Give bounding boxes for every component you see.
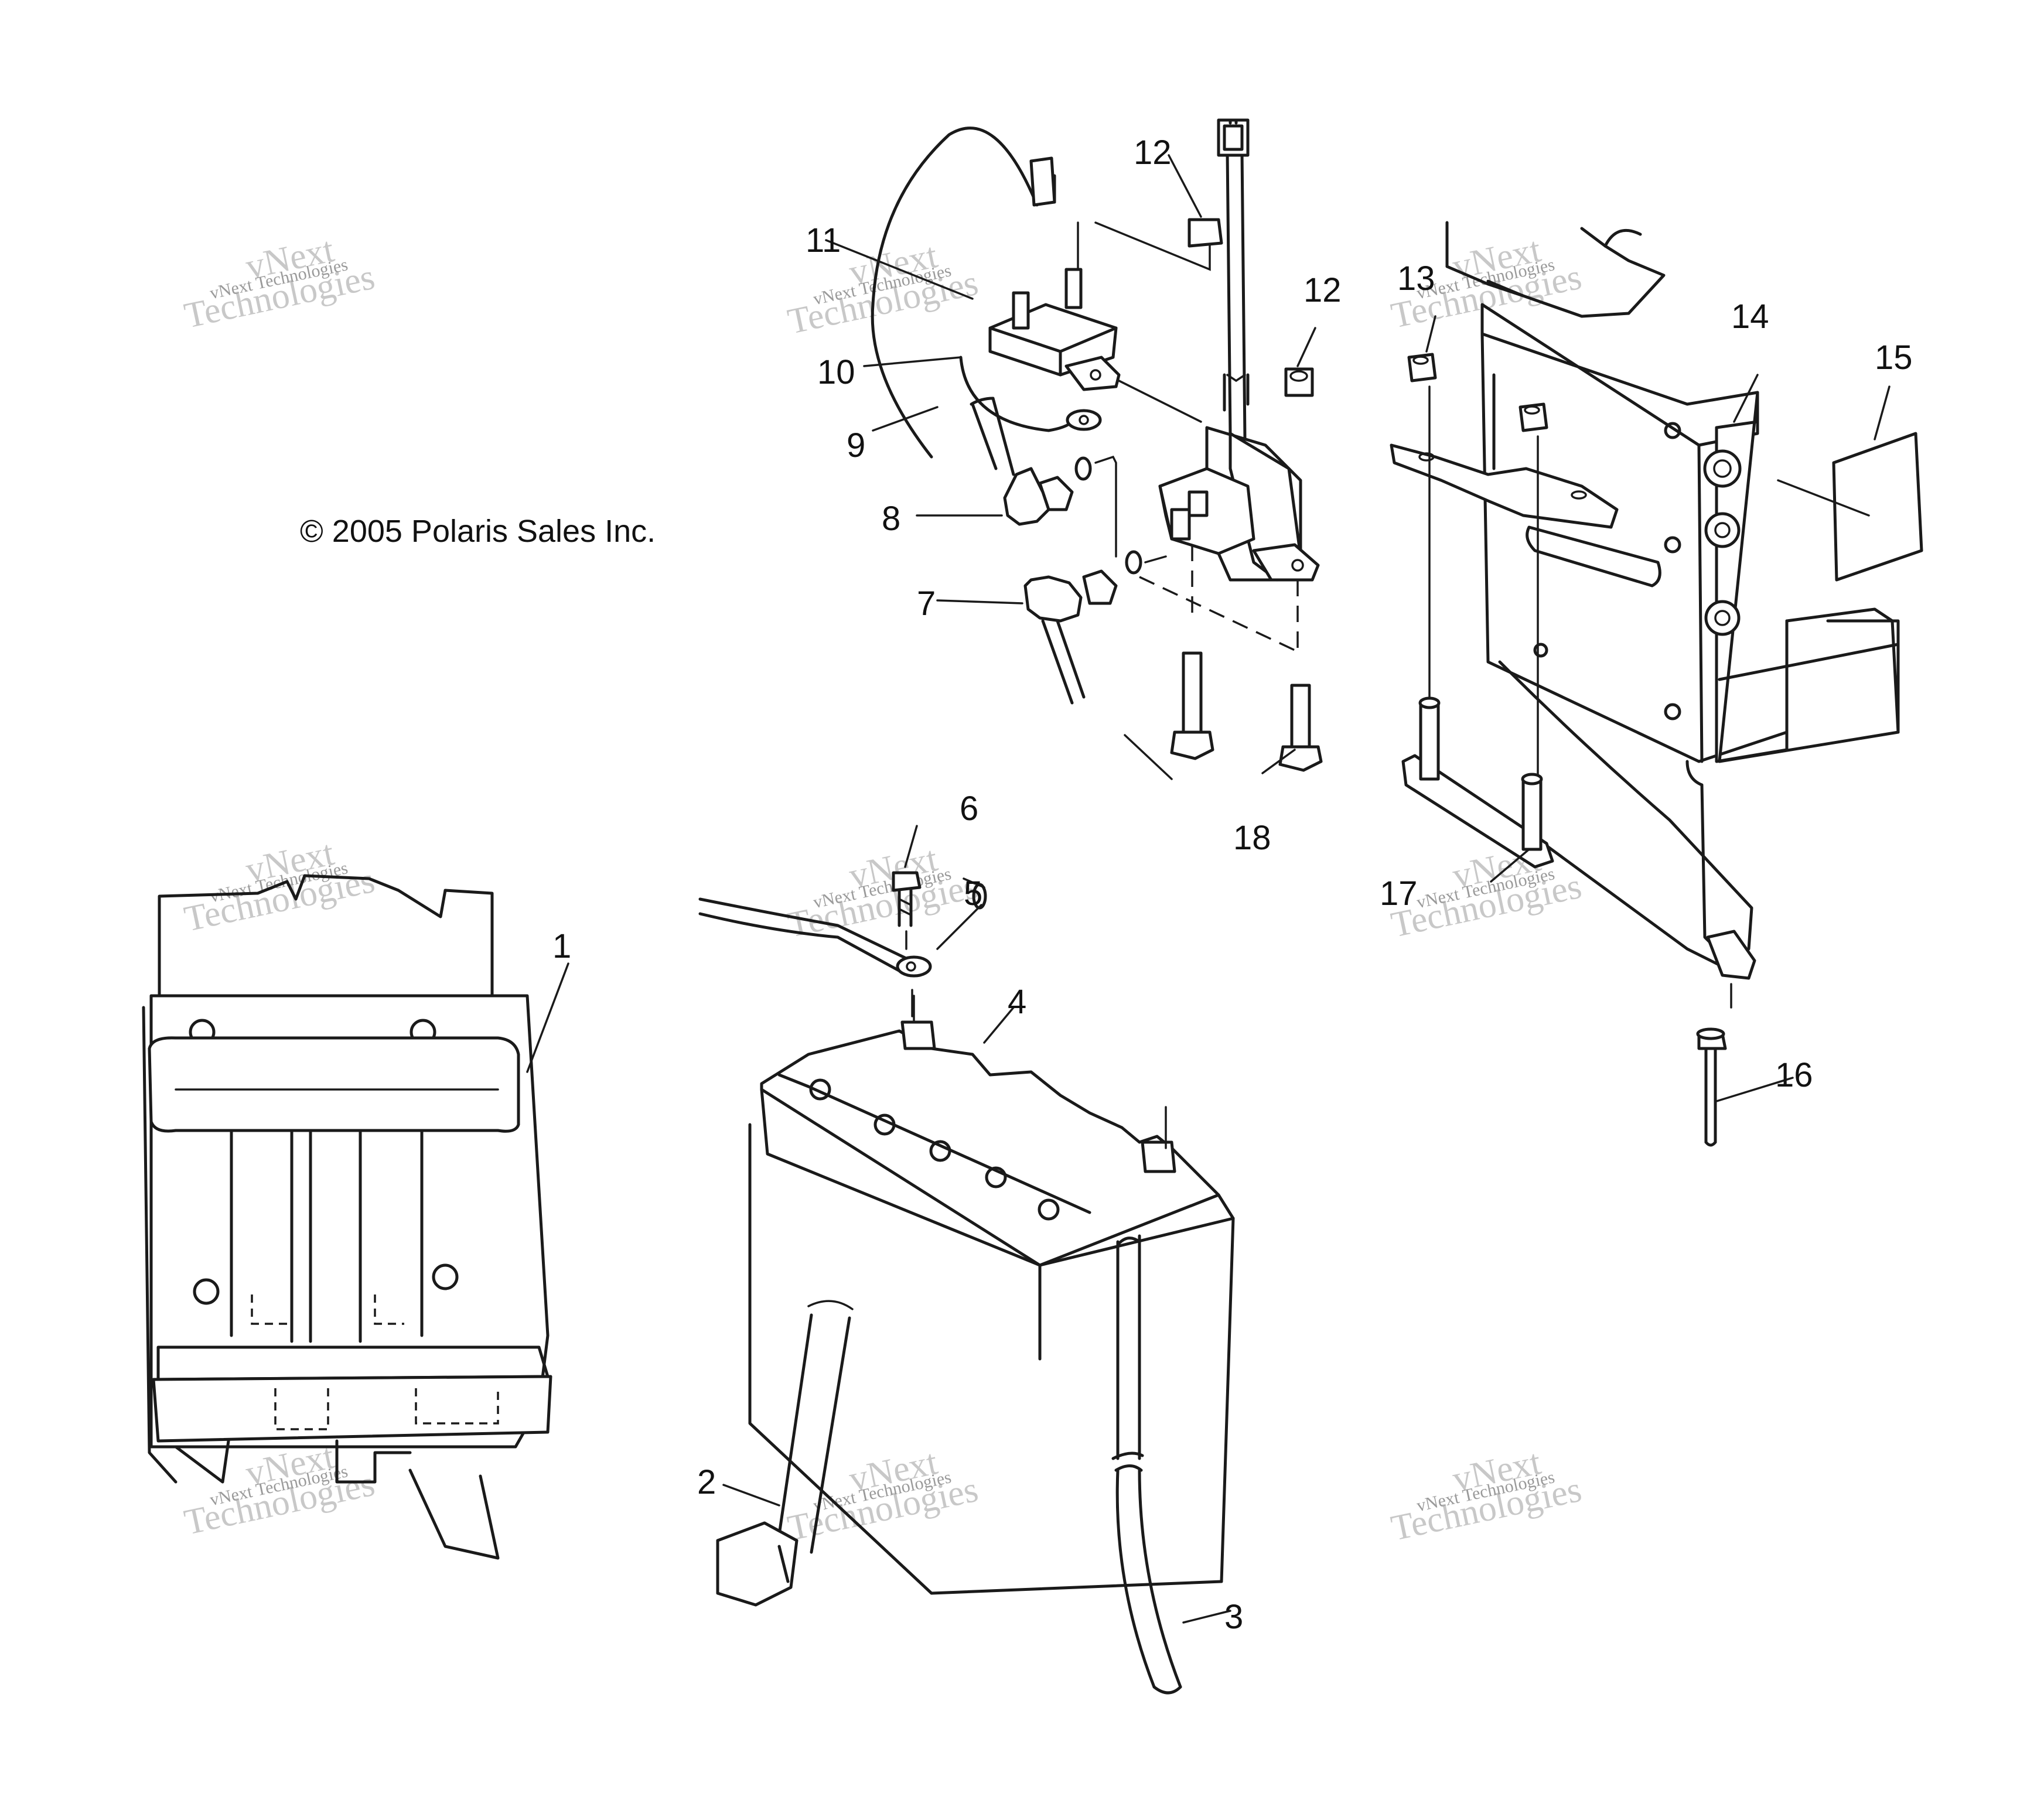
- leader-lines: [526, 154, 1891, 1624]
- battery-cable-with-bolt: [698, 871, 987, 1017]
- callout-14: 14: [1731, 298, 1769, 336]
- callout-17: 17: [1380, 875, 1418, 913]
- callout-12a: 12: [1134, 134, 1172, 172]
- watermark-8: vNext Technologies vNext Technologies: [784, 1442, 982, 1549]
- callout-9: 9: [847, 426, 865, 464]
- callout-11: 11: [806, 221, 841, 259]
- watermark-9: vNext Technologies vNext Technologies: [1388, 1442, 1585, 1549]
- starter-solenoid-assembly: [871, 118, 1323, 772]
- callout-4: 4: [1008, 983, 1026, 1021]
- callout-10: 10: [817, 353, 855, 391]
- battery: [748, 995, 1235, 1595]
- callouts: 1 2 3 4 5 6 7 8 9 10 11 12 12 13 14 15 1…: [552, 134, 1913, 1636]
- callout-3: 3: [1224, 1598, 1243, 1636]
- watermark-4: vNext Technologies vNext Technologies: [181, 833, 378, 940]
- callout-5: 5: [964, 875, 982, 913]
- callout-12b: 12: [1303, 271, 1342, 309]
- callout-6: 6: [960, 790, 978, 828]
- watermark-1: vNext Technologies vNext Technologies: [181, 230, 378, 336]
- mounting-bracket-assembly: [1390, 221, 1900, 1147]
- decal: [1832, 432, 1923, 582]
- callout-16: 16: [1775, 1056, 1813, 1094]
- vent-hose: [1111, 1234, 1182, 1695]
- battery-holder: [142, 874, 552, 1560]
- callout-7: 7: [917, 585, 936, 623]
- watermark-5: vNext Technologies vNext Technologies: [784, 839, 982, 945]
- callout-2: 2: [697, 1463, 716, 1501]
- battery-strap: [716, 1300, 854, 1607]
- callout-15: 15: [1875, 339, 1913, 377]
- copyright-text: © 2005 Polaris Sales Inc.: [300, 514, 656, 549]
- callout-1: 1: [552, 927, 571, 965]
- callout-18: 18: [1233, 819, 1271, 857]
- callout-13: 13: [1397, 259, 1435, 298]
- callout-8: 8: [882, 500, 900, 538]
